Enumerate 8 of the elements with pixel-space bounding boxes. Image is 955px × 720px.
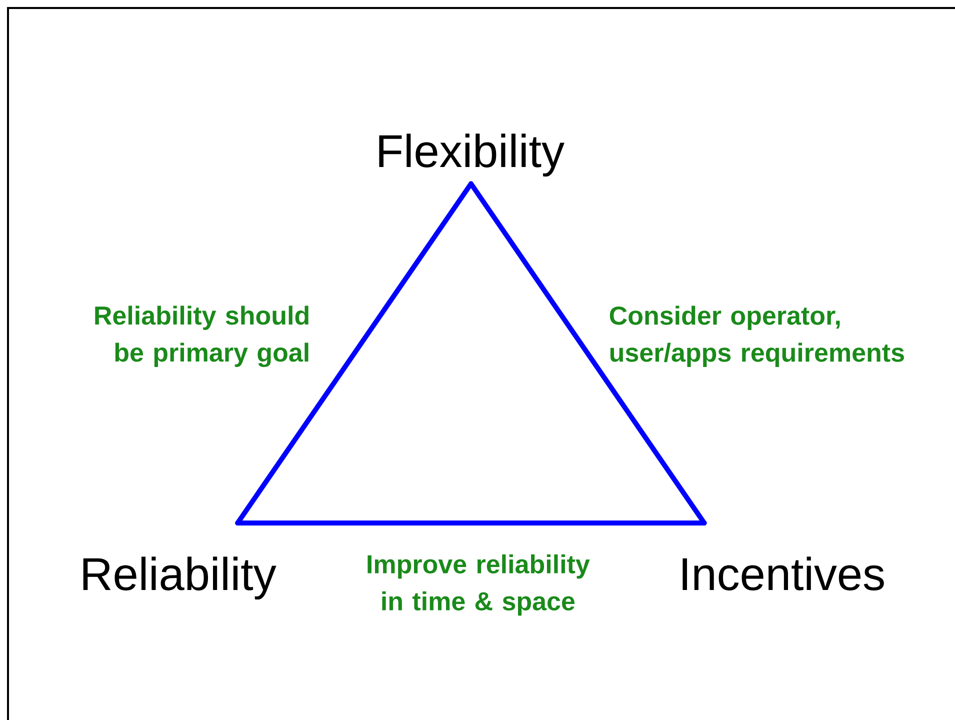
- corner-label: Incentives: [682, 556, 884, 590]
- corner-label: Reliability: [83, 556, 276, 600]
- triangle-side: [235, 520, 707, 526]
- edge-label: Improve reliability in time & space: [368, 554, 590, 616]
- triangle-side: [235, 181, 474, 526]
- edge-label: Reliability should be primary goal: [95, 306, 308, 368]
- edge-label: Consider operator, user/apps requirements: [610, 306, 904, 367]
- corner-label: Flexibility: [379, 134, 564, 177]
